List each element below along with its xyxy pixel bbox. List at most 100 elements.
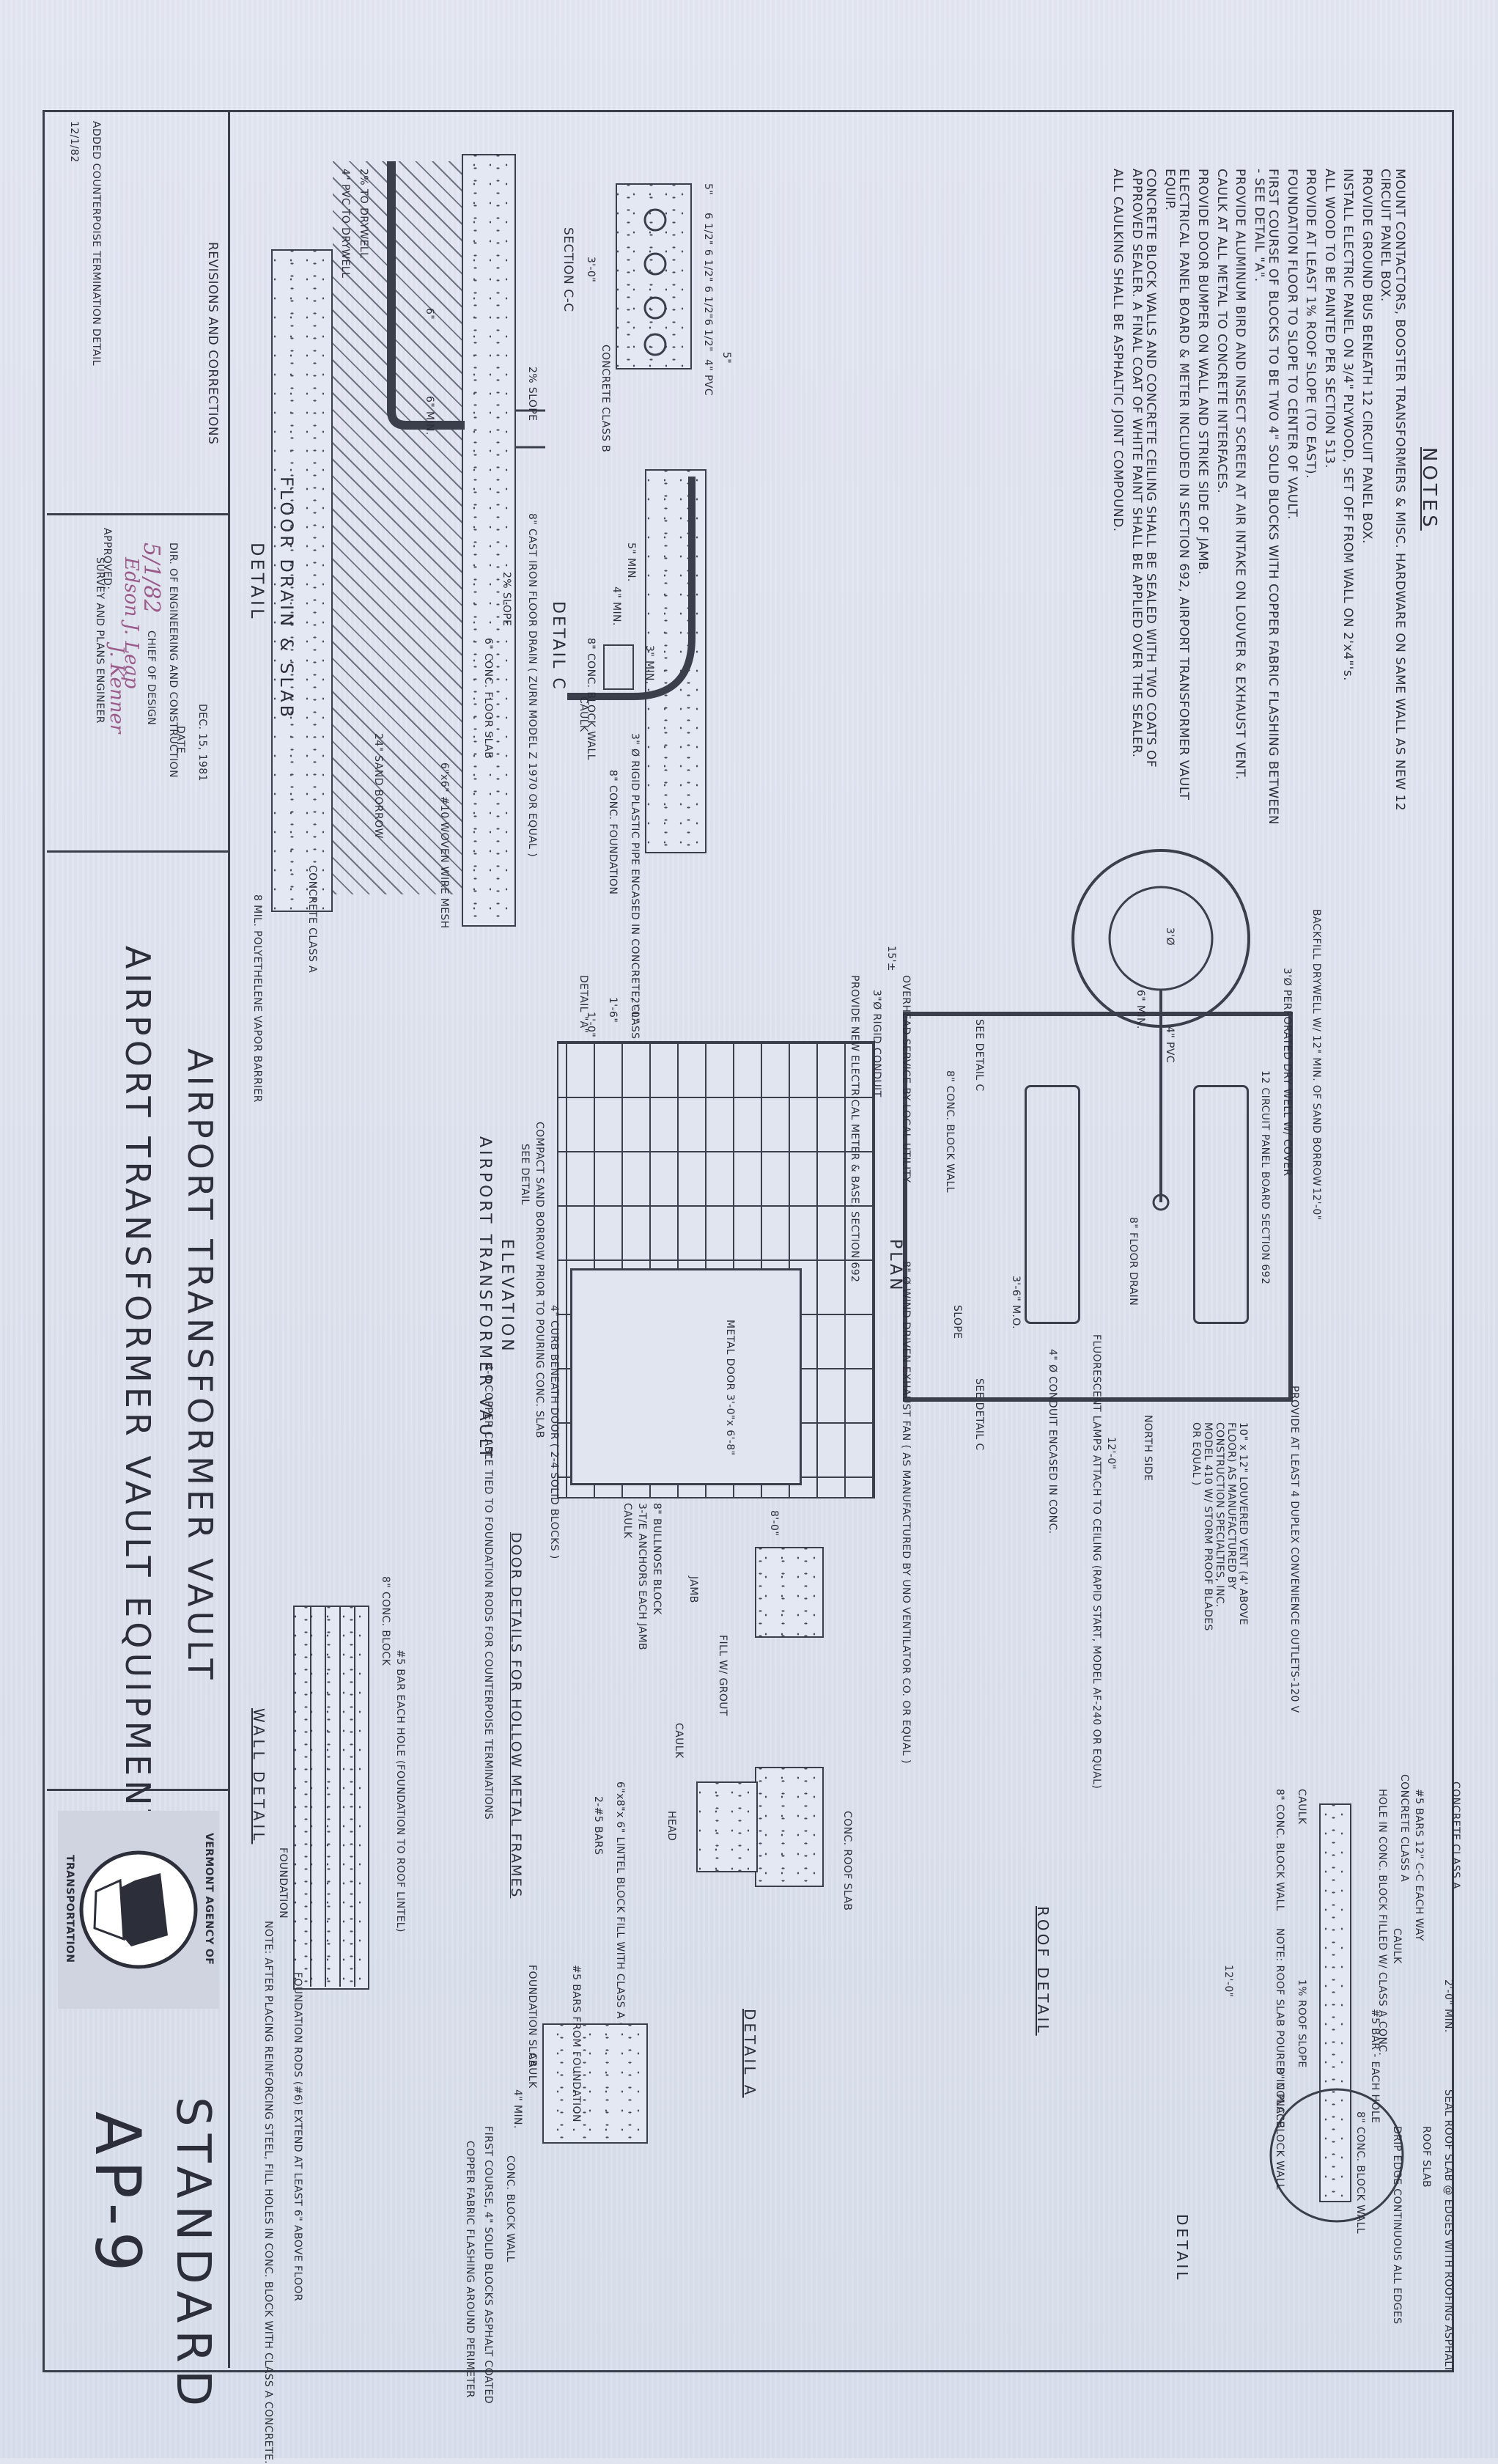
door-jamb-block	[755, 1547, 824, 1638]
plan-label-15: 10" x 12" LOUVERED VENT (4' ABOVE FLOOR)…	[1189, 1422, 1249, 1631]
detail-label-5: #5 BARS 12" C-C EACH WAY	[1413, 1789, 1425, 1941]
plan-dim-1: 12'-0"	[1310, 1188, 1322, 1221]
note-6: FOUNDATION FLOOR TO SLOPE TO CENTER OF V…	[1284, 169, 1299, 520]
elev-dim-4: 1'-6"	[607, 997, 619, 1023]
approval-role-2: CHIEF OF DESIGN	[145, 630, 157, 726]
detail-a: DETAIL A #5 BARS FROM FOUNDATION FOUNDAT…	[457, 1965, 765, 2404]
note-10: PROVIDE DOOR BUMPER ON WALL AND STRIKE S…	[1195, 169, 1210, 575]
drain-pipe	[387, 161, 545, 449]
elevation-door	[570, 1268, 802, 1485]
plan-dim-2: 12'-0"	[1105, 1437, 1117, 1470]
sheet-number: AP-9	[81, 2111, 154, 2278]
wall-label-4: NOTE: AFTER PLACING REINFORCING STEEL, F…	[262, 1921, 274, 2464]
note-4: ALL WOOD TO BE PAINTED PER SECTION 513.	[1321, 169, 1337, 469]
section-cc: SECTION C-C 4" PVC CONCRETE CLASS B 5" 6…	[531, 169, 732, 452]
cc-dim-3: 6 1/2"	[702, 249, 714, 282]
dc-label-3: 5" MIN.	[625, 543, 637, 582]
detail-label-3: SEAL ROOF SLAB @ EDGES WITH ROOFING ASPH…	[1442, 2089, 1454, 2372]
dc-label-4: 4" MIN.	[610, 586, 622, 626]
plan-label-10: FLUORESCENT LAMPS ATTACH TO CEILING (RAP…	[1091, 1334, 1102, 1790]
elev-title: ELEVATION	[498, 1239, 516, 1354]
approval-role-3: SURVEY AND PLANS ENGINEER	[94, 557, 106, 724]
cc-label-2: CONCRETE CLASS B	[599, 345, 611, 453]
plan-label-6: SEE DETAIL C	[973, 1019, 985, 1092]
door-label-3: CAULK	[621, 1503, 633, 1539]
roof-edge-detail: DETAIL CONCRETE CLASS A 2'-0" MIN. SEAL …	[1132, 1781, 1461, 2372]
wall-label-3: FOUNDATION	[277, 1847, 289, 1919]
note-3: INSTALL ELECTRIC PANEL ON 3/4" PLYWOOD, …	[1340, 169, 1356, 682]
fd-title-2: DETAIL	[247, 543, 268, 622]
fd-label-10: 6" MIN.	[424, 396, 435, 435]
elev-label-1: OVERHEAD SERVICE BY LOCAL UTILITY	[900, 975, 912, 1183]
logo-graphic	[79, 1850, 198, 1969]
door-title: DOOR DETAILS FOR HOLLOW METAL FRAMES	[508, 1532, 524, 1899]
door-head: HEAD	[665, 1811, 677, 1842]
door-label-8: CAULK	[673, 1723, 685, 1759]
da-label-2: FOUNDATION SLAB	[526, 1965, 538, 2067]
note-9: CAULK AT ALL METAL TO CONCRETE INTERFACE…	[1214, 169, 1229, 494]
detail-label-4: ROOF SLAB	[1420, 2126, 1432, 2188]
fd-label-8: 2% TO DRYWELL	[358, 169, 369, 259]
door-label-5: CONC. ROOF SLAB	[841, 1811, 853, 1911]
plan-label-2: 3'Ø PERFORATED DRY WELL W/ COVER	[1281, 968, 1293, 1177]
door-jamb: JAMB	[687, 1576, 699, 1603]
wall-label-1: 8" CONC. BLOCK	[380, 1576, 391, 1666]
title-line-1: AIRPORT TRANSFORMER VAULT	[180, 1048, 220, 1684]
approval-date: DEC. 15, 1981	[196, 704, 208, 782]
detail-label-1: CONCRETE CLASS A	[1450, 1781, 1461, 1890]
plan-north: NORTH SIDE	[1142, 1415, 1154, 1482]
elev-label-8: SEE DETAIL	[519, 1144, 531, 1205]
note-1: MOUNT CONTACTORS, BOOSTER TRANSFORMERS &…	[1378, 169, 1407, 812]
plan-view: PLAN NORTH SIDE BACKFILL DRYWELL W/ 12" …	[882, 849, 1395, 1789]
signature-3: J. Kenner	[106, 645, 128, 734]
strip-divider-1	[47, 513, 230, 515]
roof-detail: ROOF DETAIL CONCRETE CLASS A CAULK 8" CO…	[985, 1759, 1410, 2223]
notes-block: NOTES MOUNT CONTACTORS, BOOSTER TRANSFOR…	[1102, 169, 1440, 828]
elev-dim-3: 2'-0"	[629, 997, 641, 1023]
detail-label-9: 8" CONC. BLOCK WALL	[1354, 2111, 1366, 2234]
plan-label-1: BACKFILL DRYWELL W/ 12" MIN. OF SAND BOR…	[1310, 909, 1322, 1187]
plan-label-4: 6" MIN.	[1134, 990, 1146, 1029]
da-label-3: CAULK	[526, 2053, 538, 2089]
dc-title: DETAIL C	[549, 601, 567, 691]
plan-label-12: 3'-6" M.O.	[1010, 1276, 1022, 1330]
fd-label-12: 8 MIL. POLYETHELENE VAPOR BARRIER	[251, 894, 263, 1103]
dc-label-5: 3" MIN.	[643, 645, 655, 685]
notes-list: MOUNT CONTACTORS, BOOSTER TRANSFORMERS &…	[1106, 169, 1407, 828]
approval-role-1: DIR. OF ENGINEERING AND CONSTRUCTION	[167, 543, 179, 778]
door-head-slab	[755, 1767, 824, 1887]
plan-label-14: PROVIDE AT LEAST 4 DUPLEX CONVENIENCE OU…	[1288, 1386, 1300, 1713]
wall-label-5: FOUNDATION RODS (#6) EXTEND AT LEAST 6" …	[292, 1972, 303, 2302]
elev-dim-5: 1'-0"	[585, 1012, 597, 1038]
door-details: DOOR DETAILS FOR HOLLOW METAL FRAMES JAM…	[472, 1503, 868, 2057]
fd-label-6: 24" SAND BORROW	[372, 733, 384, 839]
logo-text-top: VERMONT AGENCY OF	[203, 1833, 215, 1965]
plan-slope: SLOPE	[951, 1305, 963, 1339]
elev-door-label: METAL DOOR 3'-0"x 6'-8"	[724, 1320, 736, 1456]
fd-label-4: 6" CONC. FLOOR SLAB	[482, 638, 494, 760]
door-label-1: 8" BULLNOSE BLOCK	[651, 1503, 663, 1615]
detail-c: DETAIL C 8" CONC. BLOCK WALL CAULK 5" MI…	[516, 455, 736, 1050]
notes-heading: NOTES	[1418, 447, 1440, 531]
plan-label-3: 4" PVC	[1164, 1026, 1176, 1063]
da-title: DETAIL A	[741, 2009, 759, 2098]
door-label-7: 2-#5 BARS	[592, 1796, 604, 1856]
plan-label-8: 12 CIRCUIT PANEL BOARD SECTION 692	[1259, 1070, 1271, 1285]
cc-pipes	[643, 208, 667, 356]
cc-label-1: 4" PVC	[702, 359, 714, 396]
standard-label: STANDARD	[166, 2097, 220, 2414]
note-5: PROVIDE AT LEAST 1% ROOF SLOPE (TO EAST)…	[1303, 169, 1318, 479]
revisions-heading: REVISIONS AND CORRECTIONS	[205, 242, 220, 445]
elev-dim-1: 15'±	[885, 946, 897, 971]
note-2: PROVIDE GROUND BUS BENEATH 12 CIRCUIT PA…	[1359, 169, 1374, 544]
wall-label-2: #5 BAR EACH HOLE (FOUNDATION TO ROOF LIN…	[394, 1650, 406, 1932]
plan-label-9: 8" FLOOR DRAIN	[1127, 1217, 1139, 1306]
wall-detail: WALL DETAIL 8" CONC. BLOCK #5 BAR EACH H…	[237, 1576, 413, 2464]
roof-label-2: CAULK	[1296, 1789, 1307, 1825]
note-12: CONCRETE BLOCK WALLS AND CONCRETE CEILIN…	[1129, 169, 1159, 768]
fd-title: FLOOR DRAIN & SLAB	[276, 477, 297, 721]
logo-text-bottom: TRANSPORTATION	[64, 1855, 75, 1963]
da-label-6: COPPER FABRIC FLASHING AROUND PERIMETER	[464, 2141, 476, 2398]
